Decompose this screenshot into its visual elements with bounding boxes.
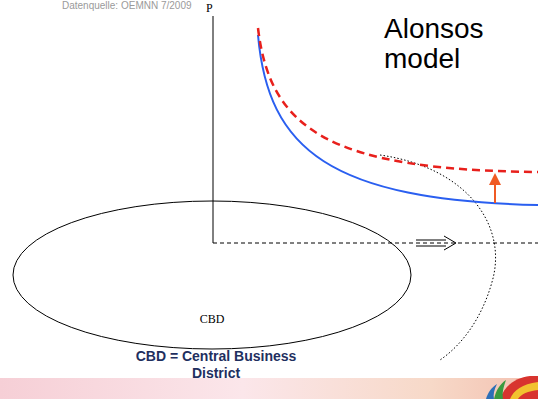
- axis-label: P: [206, 1, 222, 15]
- region-name: CBD: [12, 312, 412, 326]
- price-axis: [213, 16, 214, 243]
- ellipse-outline: [12, 200, 412, 350]
- city-boundary: [380, 155, 496, 360]
- logo: [486, 376, 538, 399]
- footer-band: [0, 378, 538, 399]
- cbd-ellipse: CBD: [12, 200, 412, 350]
- abbreviation-note: CBD = Central Business District: [124, 348, 308, 382]
- distance-axis: [213, 243, 538, 244]
- hollow-arrow: [416, 236, 456, 250]
- shift-arrow: [489, 173, 501, 203]
- slide-title: Alonsos model: [384, 14, 524, 74]
